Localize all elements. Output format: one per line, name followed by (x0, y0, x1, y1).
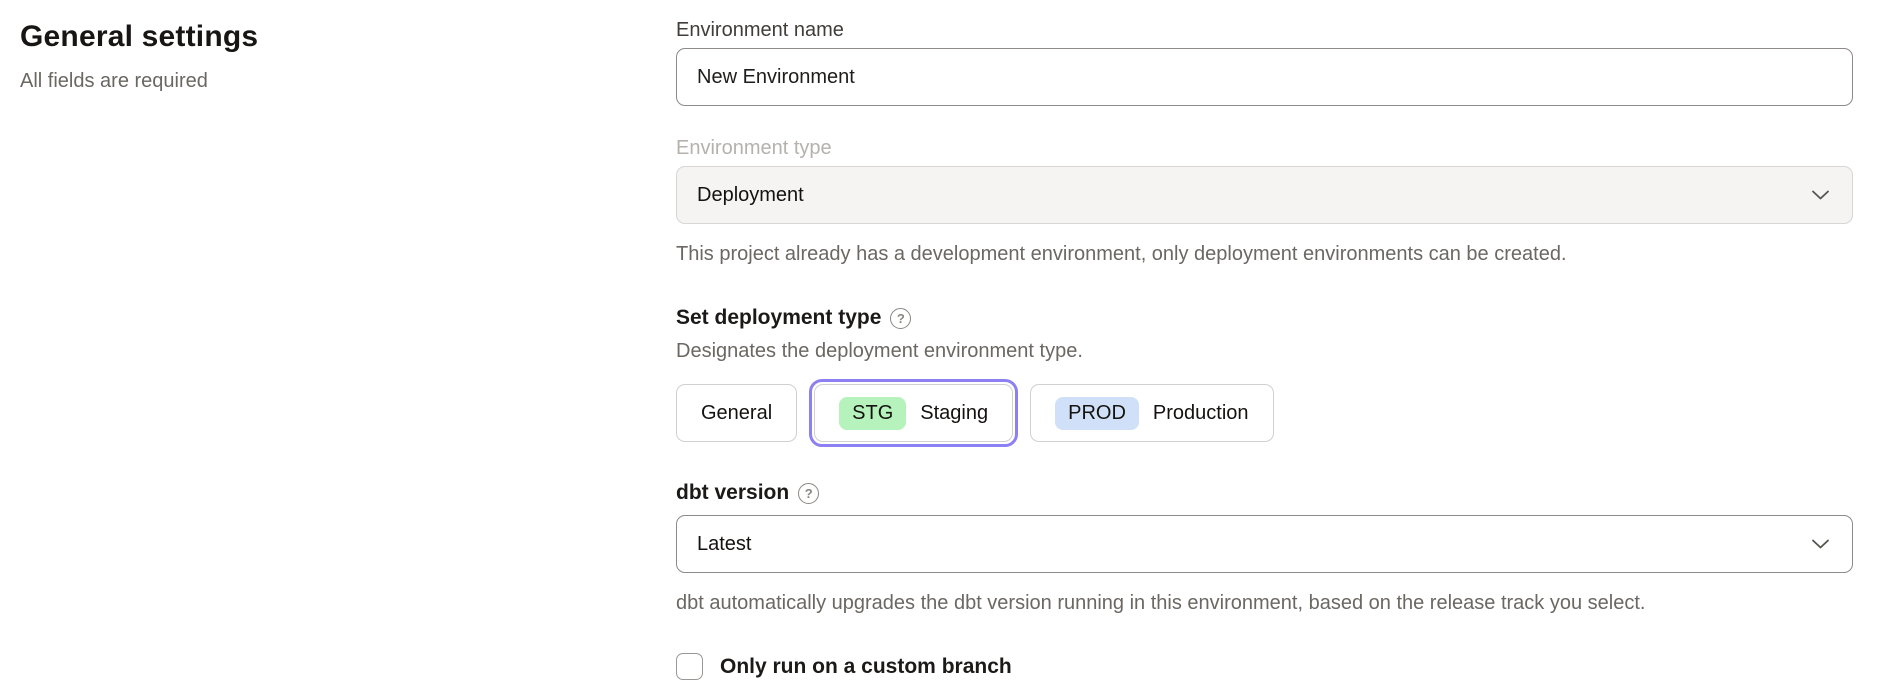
environment-type-helper: This project already has a development e… (676, 240, 1853, 268)
dbt-version-select[interactable]: Latest (676, 515, 1853, 573)
environment-type-field: Environment type Deployment This project… (676, 136, 1853, 268)
environment-type-value: Deployment (697, 184, 804, 207)
chevron-down-icon (1811, 189, 1830, 201)
deployment-type-production-button[interactable]: PROD Production (1030, 384, 1273, 442)
deployment-type-selected-ring: STG Staging (809, 379, 1018, 447)
section-intro: General settings All fields are required (20, 18, 676, 680)
deployment-type-general-button[interactable]: General (676, 384, 797, 442)
deployment-type-helper: Designates the deployment environment ty… (676, 340, 1853, 363)
environment-name-field: Environment name (676, 18, 1853, 106)
environment-form: Environment name Environment type Deploy… (676, 18, 1853, 680)
chevron-down-icon (1811, 538, 1830, 550)
deployment-type-staging-label: Staging (920, 402, 988, 425)
help-icon[interactable]: ? (798, 483, 819, 504)
environment-name-input[interactable] (676, 48, 1853, 106)
custom-branch-label[interactable]: Only run on a custom branch (720, 655, 1012, 679)
deployment-type-staging-button[interactable]: STG Staging (814, 384, 1013, 442)
custom-branch-checkbox[interactable] (676, 653, 703, 680)
environment-type-select: Deployment (676, 166, 1853, 224)
help-icon[interactable]: ? (890, 308, 911, 329)
staging-badge: STG (839, 397, 906, 430)
environment-type-label: Environment type (676, 136, 1853, 160)
deployment-type-general-label: General (701, 402, 772, 425)
deployment-type-production-label: Production (1153, 402, 1249, 425)
dbt-version-value: Latest (697, 533, 751, 556)
dbt-version-label: dbt version (676, 481, 789, 505)
dbt-version-helper: dbt automatically upgrades the dbt versi… (676, 589, 1853, 617)
custom-branch-row: Only run on a custom branch (676, 653, 1853, 680)
deployment-type-group: Set deployment type ? Designates the dep… (676, 306, 1853, 447)
production-badge: PROD (1055, 397, 1139, 430)
dbt-version-field: dbt version ? Latest dbt automatically u… (676, 481, 1853, 617)
deployment-type-label: Set deployment type (676, 306, 881, 330)
page-subtitle: All fields are required (20, 70, 676, 93)
environment-name-label: Environment name (676, 18, 1853, 42)
deployment-type-options: General STG Staging PROD Production (676, 379, 1853, 447)
page-title: General settings (20, 20, 676, 54)
